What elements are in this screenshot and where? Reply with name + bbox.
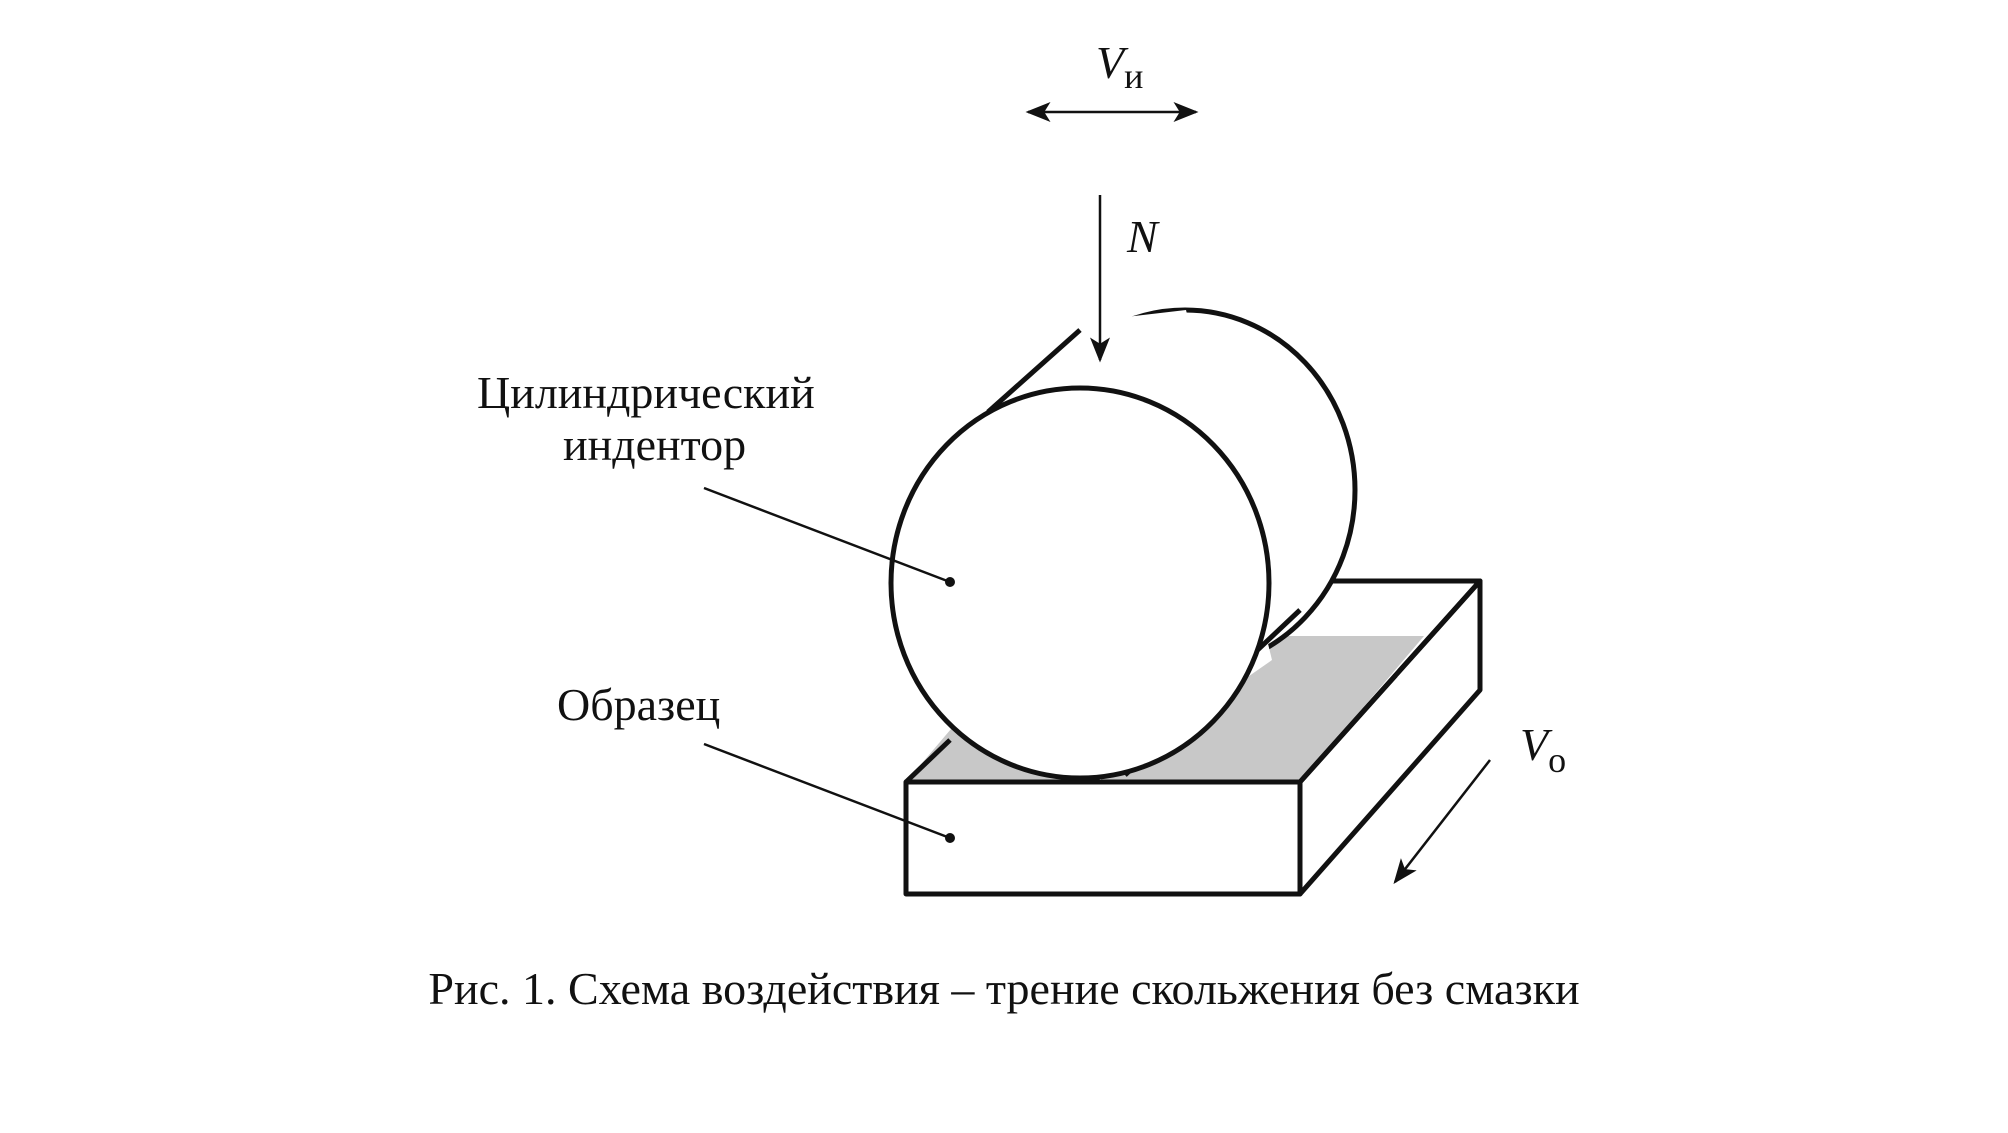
- sample-leader: [703, 742, 955, 843]
- sample-label: Образец: [557, 679, 720, 730]
- indenter-velocity-label: Vи: [1096, 37, 1143, 96]
- sample-velocity-label: Vо: [1520, 719, 1566, 780]
- sample-back-edge: [1298, 578, 1483, 784]
- cylindrical-indenter: [888, 307, 1358, 781]
- indenter-front-face: [888, 385, 1272, 781]
- sample-top-edges: [904, 738, 952, 784]
- sample-velocity-arrow-line: [1393, 759, 1491, 884]
- figure-caption: Рис. 1. Схема воздействия – трение сколь…: [428, 963, 1579, 1014]
- indenter-leader-dot: [945, 577, 955, 587]
- indenter-leader: [703, 486, 955, 587]
- indenter-leader-line: [703, 486, 951, 584]
- indenter-top-tangent: [986, 328, 1082, 414]
- force-label: N: [1126, 211, 1160, 262]
- indenter-label-line1: Цилиндрический: [477, 367, 815, 418]
- sample-leader-line: [703, 742, 951, 840]
- sample-front-face: [903, 779, 1303, 897]
- indenter-label-line2: индентор: [563, 419, 746, 470]
- sample-leader-dot: [945, 833, 955, 843]
